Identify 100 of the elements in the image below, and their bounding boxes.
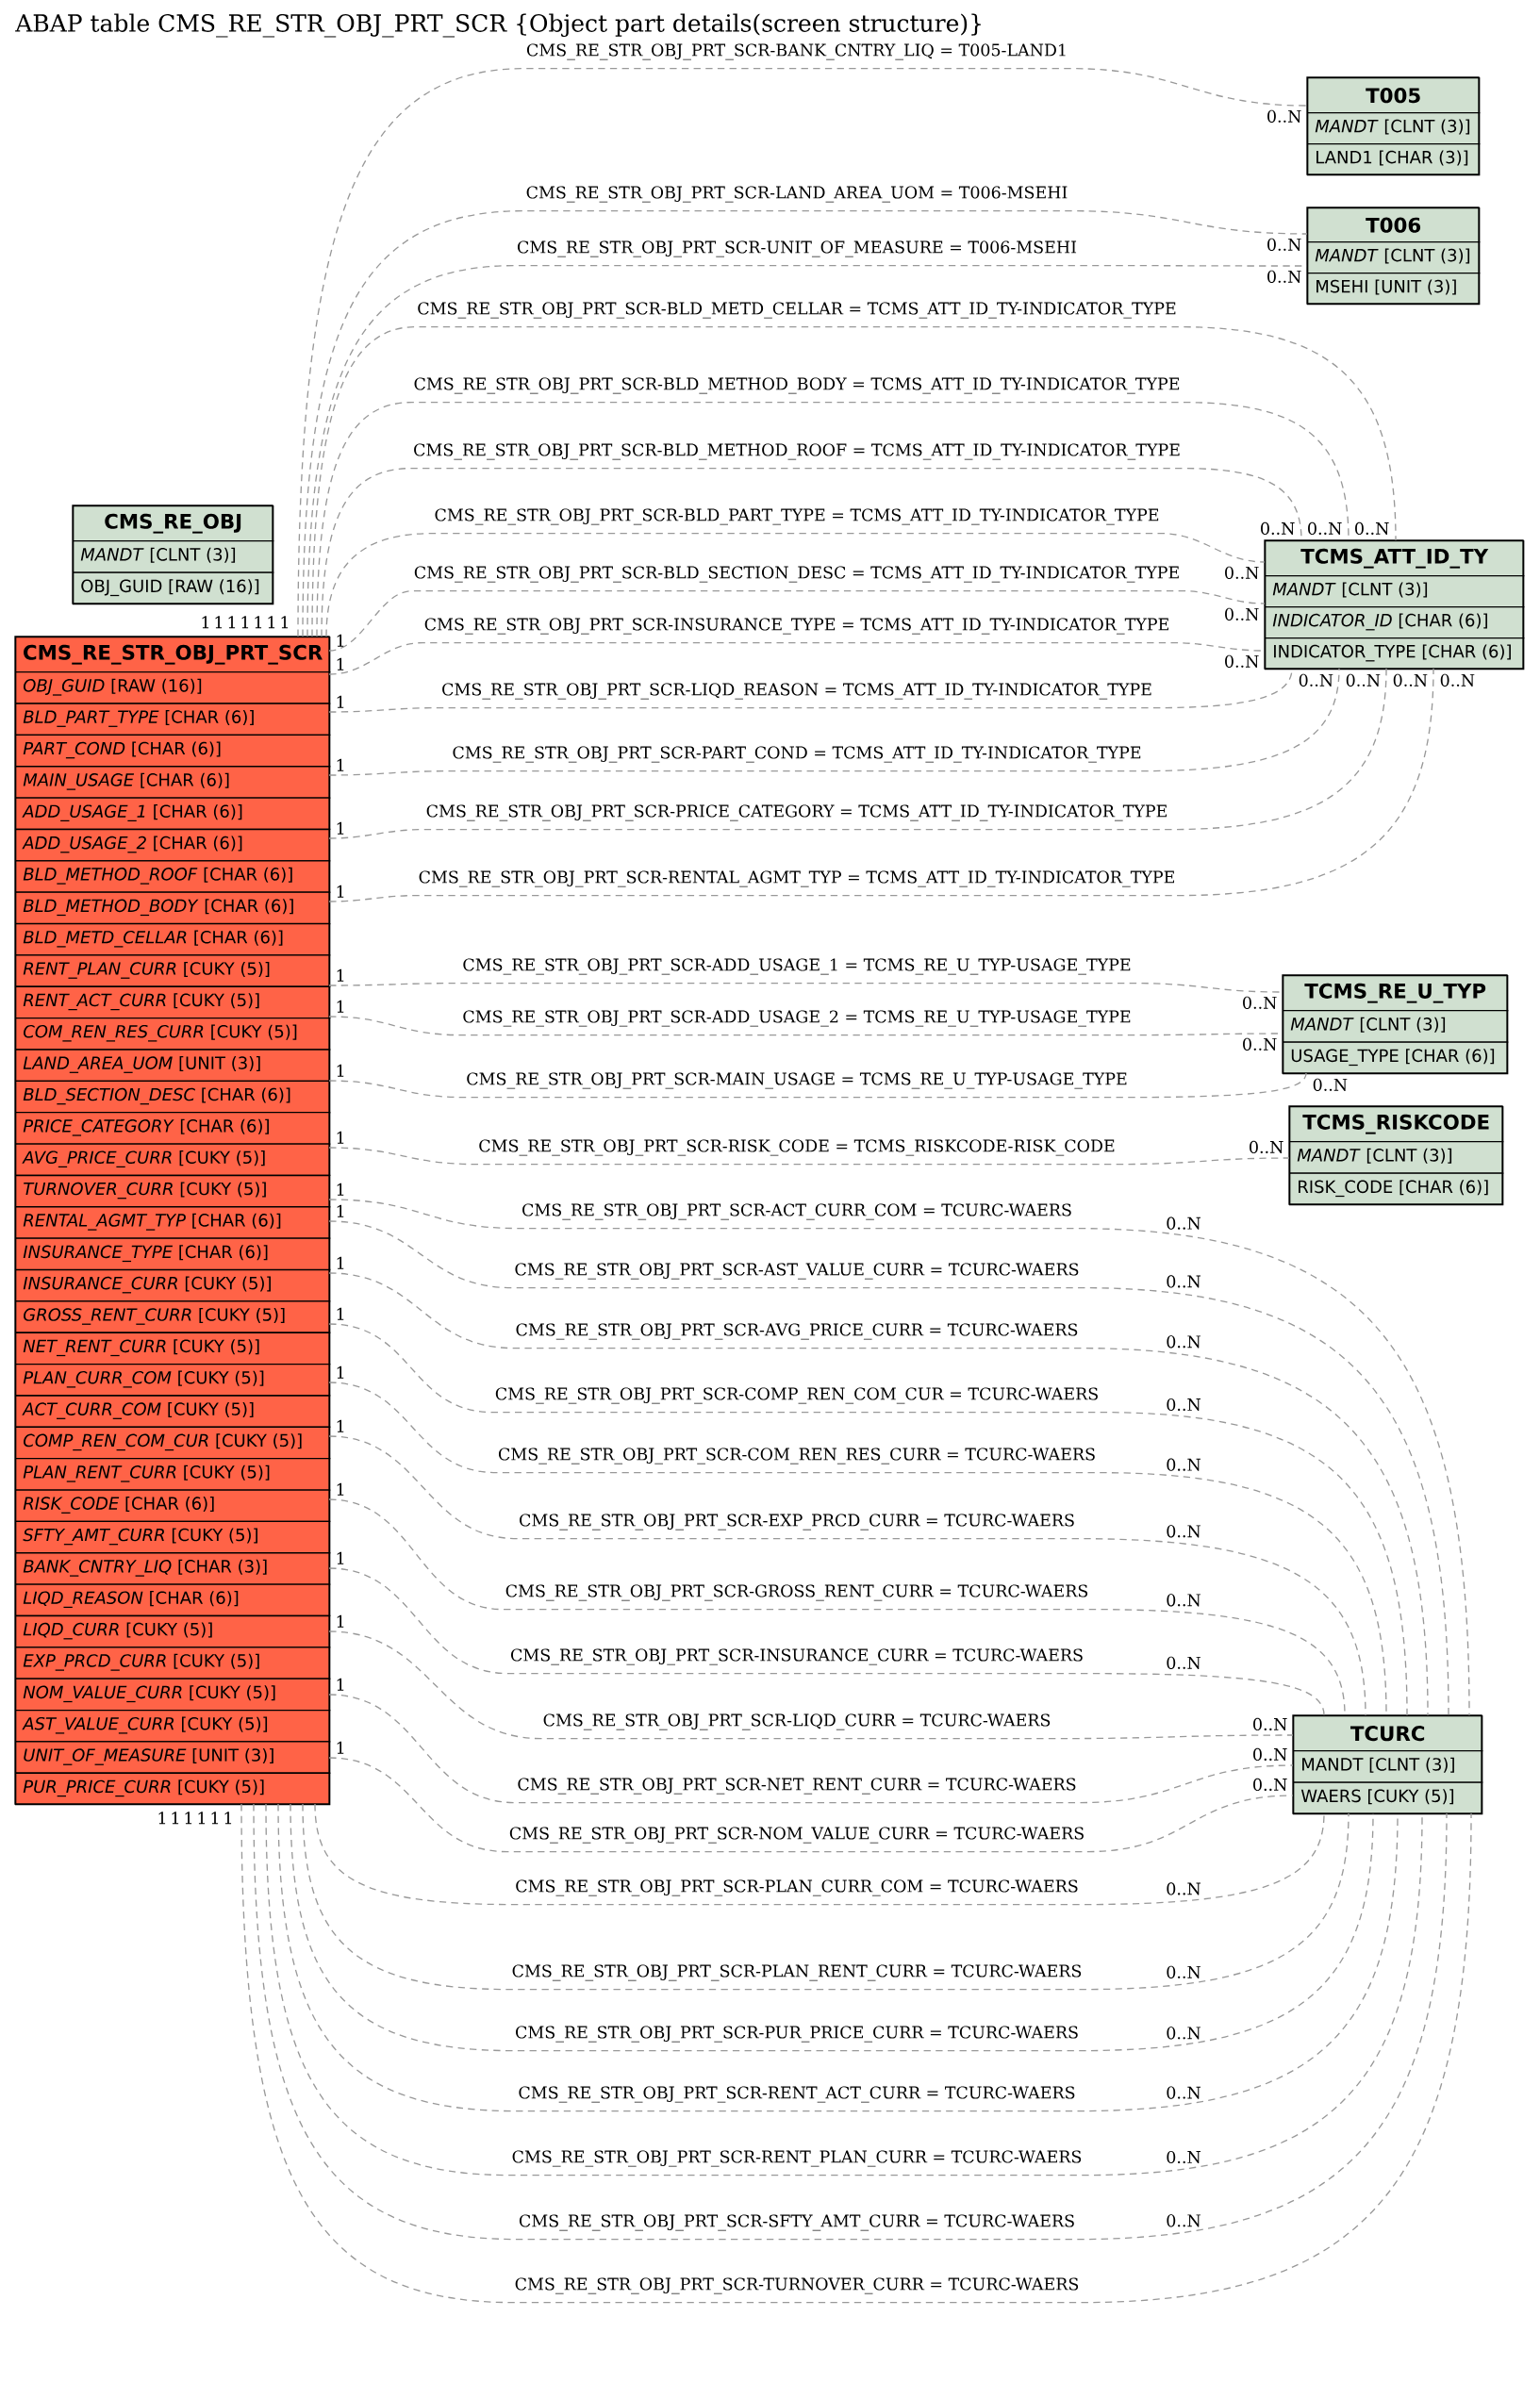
edge-label: CMS_RE_STR_OBJ_PRT_SCR-RENT_ACT_CURR = TCURC-WAERS <box>517 2084 1077 2105</box>
table-row: RISK_CODE [CHAR (6)] <box>1289 1172 1504 1206</box>
cardinality-label: 0..N <box>1167 2027 1201 2040</box>
cardinality-label: 1 <box>337 1256 344 1269</box>
table-row: INSURANCE_CURR [CUKY (5)] <box>15 1268 331 1302</box>
cardinality-label: 0..N <box>1167 2086 1201 2099</box>
table-row: RENTAL_AGMT_TYP [CHAR (6)] <box>15 1206 331 1239</box>
relationship-line <box>311 325 1397 637</box>
edge-label: CMS_RE_STR_OBJ_PRT_SCR-BLD_METD_CELLAR = TCMS_ATT_ID_TY-INDICATOR_TYPE <box>415 300 1179 321</box>
cardinality-label: 1 <box>337 758 344 771</box>
edge-label: CMS_RE_STR_OBJ_PRT_SCR-NOM_VALUE_CURR = TCURC-WAERS <box>507 1825 1086 1845</box>
table-row: MANDT [CLNT (3)] <box>1265 575 1525 608</box>
cardinality-label: 1 <box>281 616 289 629</box>
cardinality-label: 1 <box>337 1741 344 1754</box>
table-row: MSEHI [UNIT (3)] <box>1307 273 1481 306</box>
relationship-line <box>328 1757 1294 1853</box>
cardinality-label: 0..N <box>1167 1216 1201 1230</box>
cardinality-label: 0..N <box>1393 673 1428 687</box>
cardinality-label: 0..N <box>1167 1594 1201 1607</box>
table-row: BLD_METHOD_ROOF [CHAR (6)] <box>15 860 331 893</box>
edge-label: CMS_RE_STR_OBJ_PRT_SCR-RENT_PLAN_CURR = TCURC-WAERS <box>510 2148 1084 2169</box>
table-row: INDICATOR_ID [CHAR (6)] <box>1265 606 1525 639</box>
edge-label: CMS_RE_STR_OBJ_PRT_SCR-AVG_PRICE_CURR = TCURC-WAERS <box>514 1321 1080 1342</box>
table-header: T006 <box>1307 207 1481 243</box>
cardinality-label: 0..N <box>1243 1037 1277 1051</box>
edge-label: CMS_RE_STR_OBJ_PRT_SCR-UNIT_OF_MEASURE = T006-MSEHI <box>515 239 1079 259</box>
table-row: INSURANCE_TYPE [CHAR (6)] <box>15 1237 331 1271</box>
cardinality-label: 0..N <box>1167 1882 1201 1895</box>
edge-label: CMS_RE_STR_OBJ_PRT_SCR-ACT_CURR_COM = TCURC-WAERS <box>520 1201 1074 1222</box>
cardinality-label: 1 <box>337 1131 344 1144</box>
cardinality-label: 0..N <box>1253 1717 1287 1730</box>
edge-label: CMS_RE_STR_OBJ_PRT_SCR-LIQD_CURR = TCURC-WAERS <box>541 1712 1052 1732</box>
table-header: TCMS_RE_U_TYP <box>1283 975 1509 1012</box>
cardinality-label: 1 <box>337 1183 344 1196</box>
relationship-line <box>328 1435 1366 1716</box>
relationship-line <box>240 1803 1472 2304</box>
cardinality-label: 0..N <box>1346 673 1381 687</box>
cardinality-label: 1 <box>202 616 209 629</box>
cardinality-label: 1 <box>337 885 344 898</box>
relationship-line <box>302 1803 1350 1991</box>
edge-label: CMS_RE_STR_OBJ_PRT_SCR-LAND_AREA_UOM = T006-MSEHI <box>524 184 1069 205</box>
relationship-line <box>328 1630 1294 1740</box>
edge-label: CMS_RE_STR_OBJ_PRT_SCR-BLD_SECTION_DESC = TCMS_ATT_ID_TY-INDICATOR_TYPE <box>412 564 1182 585</box>
table-row: MANDT [CLNT (3)] <box>1293 1750 1483 1783</box>
edge-label: CMS_RE_STR_OBJ_PRT_SCR-GROSS_RENT_CURR = TCURC-WAERS <box>504 1582 1090 1603</box>
table-row: WAERS [CUKY (5)] <box>1293 1781 1483 1815</box>
cardinality-label: 1 <box>268 616 275 629</box>
table-header: CMS_RE_OBJ <box>73 505 274 542</box>
table-row: OBJ_GUID [RAW (16)] <box>73 571 274 605</box>
relationship-line <box>328 668 1340 776</box>
table-row: PUR_PRICE_CURR [CUKY (5)] <box>15 1772 331 1806</box>
table-header: T005 <box>1307 77 1481 114</box>
table-row: RENT_PLAN_CURR [CUKY (5)] <box>15 954 331 987</box>
table-row: RISK_CODE [CHAR (6)] <box>15 1489 331 1523</box>
cardinality-label: 0..N <box>1225 607 1259 621</box>
edge-label: CMS_RE_STR_OBJ_PRT_SCR-AST_VALUE_CURR = TCURC-WAERS <box>513 1261 1081 1282</box>
table-header: TCMS_RISKCODE <box>1289 1106 1504 1143</box>
relationship-line <box>328 1072 1307 1099</box>
relationship-line <box>314 1803 1325 1906</box>
cardinality-label: 0..N <box>1253 1778 1287 1791</box>
cardinality-label: 0..N <box>1267 109 1301 123</box>
cardinality-label: 1 <box>337 1678 344 1691</box>
cardinality-label: 1 <box>337 1064 344 1077</box>
cardinality-label: 0..N <box>1167 1335 1201 1349</box>
relationship-line <box>328 1694 1294 1804</box>
edge-label: CMS_RE_STR_OBJ_PRT_SCR-ADD_USAGE_1 = TCMS_RE_U_TYP-USAGE_TYPE <box>461 956 1133 977</box>
table-row: EXP_PRCD_CURR [CUKY (5)] <box>15 1647 331 1680</box>
relationship-line <box>328 1147 1290 1166</box>
cardinality-label: 1 <box>337 968 344 982</box>
table-header: TCMS_ATT_ID_TY <box>1265 540 1525 577</box>
cardinality-label: 0..N <box>1167 1458 1201 1471</box>
table-row: MANDT [CLNT (3)] <box>73 540 274 573</box>
edge-label: CMS_RE_STR_OBJ_PRT_SCR-RISK_CODE = TCMS_RISKCODE-RISK_CODE <box>476 1137 1118 1158</box>
relationship-line <box>253 1803 1448 2241</box>
table-row: MAIN_USAGE [CHAR (6)] <box>15 766 331 799</box>
table-header: CMS_RE_STR_OBJ_PRT_SCR <box>15 637 331 673</box>
table-row: PRICE_CATEGORY [CHAR (6)] <box>15 1112 331 1145</box>
edge-label: CMS_RE_STR_OBJ_PRT_SCR-RENTAL_AGMT_TYP = TCMS_ATT_ID_TY-INDICATOR_TYPE <box>417 869 1177 889</box>
cardinality-label: 0..N <box>1243 996 1277 1009</box>
edge-label: CMS_RE_STR_OBJ_PRT_SCR-COM_REN_RES_CURR = TCURC-WAERS <box>496 1446 1098 1466</box>
table-row: PLAN_CURR_COM [CUKY (5)] <box>15 1363 331 1397</box>
cardinality-label: 0..N <box>1253 1747 1287 1761</box>
cardinality-label: 0..N <box>1167 1965 1201 1978</box>
cardinality-label: 1 <box>337 695 344 708</box>
table-row: BLD_METD_CELLAR [CHAR (6)] <box>15 922 331 956</box>
cardinality-label: 1 <box>337 821 344 835</box>
relationship-line <box>328 1567 1325 1716</box>
edge-label: CMS_RE_STR_OBJ_PRT_SCR-NET_RENT_CURR = TCURC-WAERS <box>516 1776 1078 1796</box>
cardinality-label: 0..N <box>1355 521 1389 535</box>
cardinality-label: 0..N <box>1261 521 1295 535</box>
edge-label: CMS_RE_STR_OBJ_PRT_SCR-BLD_PART_TYPE = TCMS_ATT_ID_TY-INDICATOR_TYPE <box>433 506 1161 527</box>
table-row: LAND_AREA_UOM [UNIT (3)] <box>15 1049 331 1082</box>
edge-label: CMS_RE_STR_OBJ_PRT_SCR-BLD_METHOD_ROOF = TCMS_ATT_ID_TY-INDICATOR_TYPE <box>411 441 1183 462</box>
table-row: BANK_CNTRY_LIQ [CHAR (3)] <box>15 1552 331 1585</box>
edge-label: CMS_RE_STR_OBJ_PRT_SCR-COMP_REN_COM_CUR = TCURC-WAERS <box>493 1385 1101 1406</box>
cardinality-label: 1 <box>337 1365 344 1379</box>
table-row: ACT_CURR_COM [CUKY (5)] <box>15 1395 331 1428</box>
edge-label: CMS_RE_STR_OBJ_PRT_SCR-INSURANCE_CURR = TCURC-WAERS <box>508 1647 1085 1667</box>
cardinality-label: 1 <box>224 1812 232 1825</box>
table-row: TURNOVER_CURR [CUKY (5)] <box>15 1174 331 1208</box>
